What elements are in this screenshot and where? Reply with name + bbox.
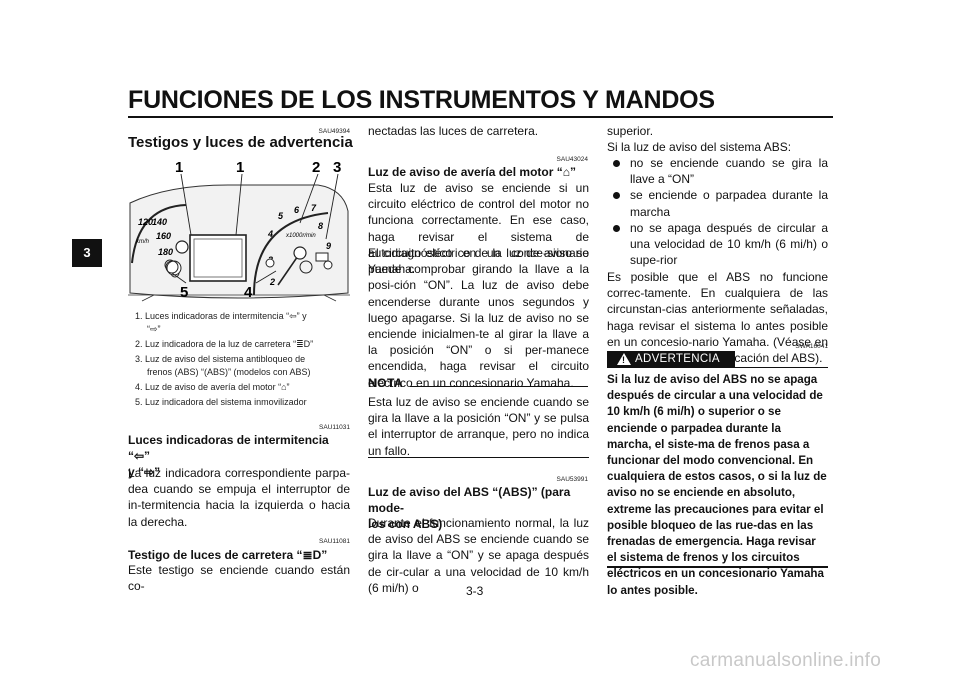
list-item: no se apaga después de circular a una ve… bbox=[607, 220, 828, 269]
callout-1a: 1 bbox=[175, 159, 183, 176]
bullet-icon bbox=[613, 192, 620, 200]
section-code: SAU43024 bbox=[556, 156, 588, 163]
heading-line: los con ABS) bbox=[368, 517, 443, 531]
engine-warning-text: Esta luz de aviso se enciende si un circ… bbox=[368, 181, 589, 277]
svg-text:160: 160 bbox=[156, 231, 171, 241]
svg-text:120: 120 bbox=[138, 217, 153, 227]
caption-item: 2. Luz indicadora de la luz de carretera… bbox=[135, 339, 314, 349]
caption-item: frenos (ABS) “(ABS)” (modelos con ABS) bbox=[147, 367, 311, 377]
high-beam-heading: Testigo de luces de carretera “≣D” bbox=[128, 548, 328, 562]
turn-signal-heading: Luces indicadoras de intermitencia “⇦” y… bbox=[128, 432, 350, 480]
instrument-panel-figure: 120 140 km/h 160 180 567 483 29 x1000r/m… bbox=[128, 155, 350, 305]
svg-text:x1000r/min: x1000r/min bbox=[285, 233, 316, 239]
continued-text: superior. bbox=[607, 124, 654, 138]
heading-line: Luz de aviso del ABS “(ABS)” (para mode- bbox=[368, 485, 571, 515]
page-title: FUNCIONES DE LOS INSTRUMENTOS Y MANDOS bbox=[128, 86, 715, 114]
warning-text: Si la luz de aviso del ABS no se apaga d… bbox=[607, 373, 827, 597]
warning-triangle-icon bbox=[617, 353, 631, 365]
caption-item: 5. Luz indicadora del sistema inmoviliza… bbox=[135, 397, 307, 407]
warning-end-rule bbox=[607, 566, 828, 568]
continued-text: nectadas las luces de carretera. bbox=[368, 124, 539, 138]
turn-signal-text: La luz indicadora correspondiente parpa-… bbox=[128, 466, 350, 529]
list-item: se enciende o parpadea durante la marcha bbox=[607, 187, 828, 219]
nota-end-rule bbox=[368, 457, 589, 458]
list-item: no se enciende cuando se gira la llave a… bbox=[607, 155, 828, 187]
svg-text:5: 5 bbox=[278, 211, 284, 221]
svg-text:2: 2 bbox=[269, 277, 275, 287]
svg-text:6: 6 bbox=[294, 205, 300, 215]
svg-text:180: 180 bbox=[158, 247, 173, 257]
title-divider bbox=[128, 116, 833, 118]
chapter-tab: 3 bbox=[72, 239, 102, 267]
callout-1b: 1 bbox=[236, 159, 244, 176]
svg-text:km/h: km/h bbox=[136, 239, 150, 245]
callout-3: 3 bbox=[333, 159, 341, 176]
instrument-cluster-illustration: 120 140 km/h 160 180 567 483 29 x1000r/m… bbox=[128, 155, 350, 305]
section-code: SAU11031 bbox=[319, 424, 350, 431]
caption-item: 1. Luces indicadoras de intermitencia “⇦… bbox=[135, 311, 307, 321]
callout-2: 2 bbox=[312, 159, 320, 176]
section-code: SWA16041 bbox=[795, 343, 828, 350]
section-code: SAU49394 bbox=[318, 128, 350, 135]
abs-conditions-list: no se enciende cuando se gira la llave a… bbox=[607, 155, 828, 268]
heading-line: Luces indicadoras de intermitencia “⇦” bbox=[128, 433, 329, 463]
svg-text:7: 7 bbox=[311, 203, 317, 213]
section-code: SAU11081 bbox=[319, 538, 350, 545]
heading-line: y “⇨” bbox=[128, 465, 161, 479]
section-code: SAU53991 bbox=[556, 476, 588, 483]
warning-rule bbox=[735, 367, 828, 368]
warning-label: ADVERTENCIA bbox=[635, 353, 720, 365]
svg-text:9: 9 bbox=[326, 241, 331, 251]
abs-text: Durante el funcionamiento normal, la luz… bbox=[368, 516, 589, 595]
caption-item: 3. Luz de aviso del sistema antibloqueo … bbox=[135, 354, 306, 364]
engine-warning-text-2: El circuito eléctrico de la luz de aviso… bbox=[368, 246, 589, 390]
engine-warning-heading: Luz de aviso de avería del motor “⌂” bbox=[368, 165, 576, 179]
callout-4: 4 bbox=[244, 284, 253, 301]
abs-intro: Si la luz de aviso del sistema ABS: bbox=[607, 140, 792, 154]
nota-rule bbox=[410, 386, 588, 387]
caption-item: 4. Luz de aviso de avería del motor “⌂” bbox=[135, 382, 290, 392]
bullet-icon bbox=[613, 160, 620, 167]
caption-item: “⇨” bbox=[147, 324, 161, 334]
watermark: carmanualsonline.info bbox=[690, 650, 882, 671]
nota-text: Esta luz de aviso se enciende cuando se … bbox=[368, 395, 589, 458]
callout-5: 5 bbox=[180, 284, 188, 301]
section-heading: Testigos y luces de advertencia bbox=[128, 134, 353, 151]
bullet-icon bbox=[613, 224, 620, 232]
high-beam-text: Este testigo se enciende cuando están co… bbox=[128, 563, 350, 594]
warning-badge: ! ADVERTENCIA bbox=[607, 351, 735, 368]
page-number: 3-3 bbox=[466, 584, 484, 598]
nota-label: NOTA bbox=[368, 376, 404, 390]
svg-text:8: 8 bbox=[318, 221, 323, 231]
svg-text:4: 4 bbox=[267, 229, 273, 239]
abs-heading: Luz de aviso del ABS “(ABS)” (para mode-… bbox=[368, 484, 590, 532]
figure-captions: 1. Luces indicadoras de intermitencia “⇦… bbox=[135, 310, 350, 409]
svg-text:140: 140 bbox=[152, 217, 167, 227]
